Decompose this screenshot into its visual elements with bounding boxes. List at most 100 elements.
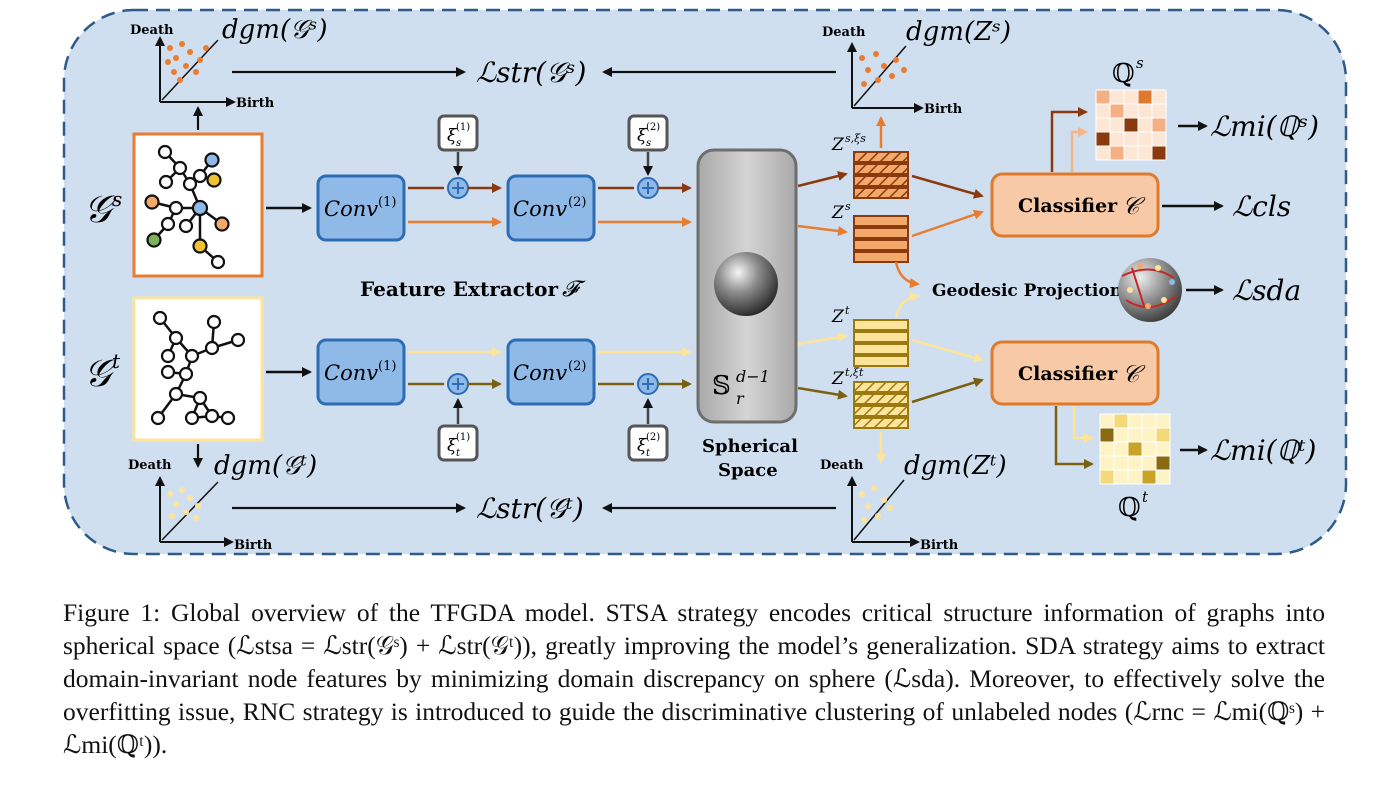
qt-sup: t xyxy=(1142,488,1149,506)
matrix-cell xyxy=(1099,455,1115,471)
matrix-cell xyxy=(1127,469,1143,485)
classifier-target-block[interactable] xyxy=(990,340,1160,406)
feature-extractor-label: Feature Extractor xyxy=(360,277,558,301)
dgm-gs-birth-label: Birth xyxy=(236,96,275,111)
matrix-cell xyxy=(1095,131,1111,147)
matrix-cell xyxy=(1155,469,1171,485)
source-graph-sup: s xyxy=(112,187,122,211)
dgm-gs-death-label: Death xyxy=(130,23,174,38)
target-graph-sup: t xyxy=(112,349,121,373)
matrix-cell xyxy=(1155,441,1171,457)
noise-t1-sup: (1) xyxy=(456,432,470,443)
noise-t2-sup: (2) xyxy=(646,432,660,443)
spherical-sub: r xyxy=(736,389,745,408)
zs-label: Z xyxy=(831,203,845,223)
qs-sup: s xyxy=(1136,54,1144,72)
matrix-cell xyxy=(1113,413,1129,429)
matrix-cell xyxy=(1155,455,1171,471)
dgm-gt-death-label: Death xyxy=(128,458,172,473)
matrix-cell xyxy=(1141,427,1157,443)
matrix-cell xyxy=(1137,89,1153,105)
zt-label: Z xyxy=(831,307,845,327)
matrix-cell xyxy=(1109,131,1125,147)
dgm-zs-death-label: Death xyxy=(822,25,866,40)
matrix-cell xyxy=(1095,103,1111,119)
matrix-cell xyxy=(1141,413,1157,429)
dgm-zs-plot: Death Birth xyxy=(822,25,963,117)
noise-s2-sub: s xyxy=(646,138,651,149)
zt-xi-sup: t,ξt xyxy=(845,366,864,379)
matrix-cell xyxy=(1123,131,1139,147)
feature-stack-zt xyxy=(853,319,909,367)
spherical-space-label-1: Spherical xyxy=(702,436,798,457)
matrix-cell xyxy=(1109,117,1125,133)
geodesic-projection-label: Geodesic Projection xyxy=(932,281,1122,301)
dgm-gs-label: dgm(𝒢ˢ) xyxy=(222,15,328,45)
matrix-cell xyxy=(1095,145,1111,161)
matrix-cell xyxy=(1141,469,1157,485)
conv2-target-block[interactable] xyxy=(506,338,596,406)
noise-box-t2 xyxy=(627,424,669,462)
matrix-cell xyxy=(1123,145,1139,161)
matrix-cell xyxy=(1155,413,1171,429)
matrix-cell xyxy=(1137,145,1153,161)
matrix-cell xyxy=(1099,469,1115,485)
matrix-cell xyxy=(1113,455,1129,471)
matrix-cell xyxy=(1113,469,1129,485)
dgm-gs-plot: Death Birth xyxy=(130,23,275,111)
spherical-sup: d−1 xyxy=(736,367,770,386)
conv1-source-sup: (1) xyxy=(378,195,396,210)
conv2-source-label: Conv xyxy=(513,197,567,221)
conv2-source-sup: (2) xyxy=(568,195,586,210)
noise-s2-label: ξ xyxy=(637,126,648,146)
conv2-target-sup: (2) xyxy=(568,359,586,374)
dgm-zt-death-label: Death xyxy=(820,458,864,473)
conv2-source-block[interactable] xyxy=(506,174,596,242)
matrix-cell xyxy=(1099,441,1115,457)
matrix-cell xyxy=(1137,117,1153,133)
matrix-cell xyxy=(1127,427,1143,443)
matrix-cell xyxy=(1099,413,1115,429)
loss-cls: ℒcls xyxy=(1232,190,1291,223)
matrix-cell xyxy=(1109,89,1125,105)
classifier-source-block[interactable] xyxy=(990,172,1160,238)
feature-stack-zt-xi xyxy=(853,381,909,429)
diagram-stage: Death Birth dgm(𝒢ˢ) Death Birth dgm(Zˢ) … xyxy=(62,8,1348,556)
figure-caption: Figure 1: Global overview of the TFGDA m… xyxy=(63,598,1325,759)
matrix-cell xyxy=(1095,117,1111,133)
conv1-source-label: Conv xyxy=(324,197,378,221)
loss-str-target: ℒstr(𝒢ᵗ) xyxy=(476,492,584,525)
loss-mi-target: ℒmi(ℚᵗ) xyxy=(1210,434,1316,467)
sphere-icon xyxy=(714,252,778,316)
classifier-target-label: Classifier xyxy=(1018,363,1118,385)
matrix-cell xyxy=(1151,103,1167,119)
conv1-target-label: Conv xyxy=(324,361,378,385)
matrix-cell xyxy=(1127,441,1143,457)
zs-xi-label: Z xyxy=(831,135,845,155)
matrix-cell xyxy=(1113,427,1129,443)
noise-t2-sub: t xyxy=(646,448,651,459)
matrix-qs xyxy=(1095,89,1167,161)
loss-sda: ℒsda xyxy=(1232,274,1301,307)
dgm-gt-plot: Death Birth xyxy=(128,458,273,553)
noise-box-s1 xyxy=(437,114,479,152)
matrix-cell xyxy=(1123,89,1139,105)
matrix-cell xyxy=(1127,455,1143,471)
zt-sup: t xyxy=(845,304,850,317)
matrix-cell xyxy=(1141,441,1157,457)
noise-t2-label: ξ xyxy=(637,436,648,456)
noise-t1-label: ξ xyxy=(447,436,458,456)
conv1-target-block[interactable] xyxy=(316,338,406,406)
matrix-cell xyxy=(1099,427,1115,443)
loss-mi-source: ℒmi(ℚˢ) xyxy=(1210,110,1319,143)
matrix-cell xyxy=(1151,89,1167,105)
qs-label: ℚ xyxy=(1112,59,1135,89)
matrix-cell xyxy=(1113,441,1129,457)
qt-label: ℚ xyxy=(1118,493,1141,523)
loss-str-source: ℒstr(𝒢ˢ) xyxy=(476,56,586,89)
geodesic-globe-icon xyxy=(1118,258,1182,322)
matrix-cell xyxy=(1137,131,1153,147)
noise-s1-label: ξ xyxy=(447,126,458,146)
conv1-source-block[interactable] xyxy=(316,174,406,242)
dgm-zs-birth-label: Birth xyxy=(924,102,963,117)
